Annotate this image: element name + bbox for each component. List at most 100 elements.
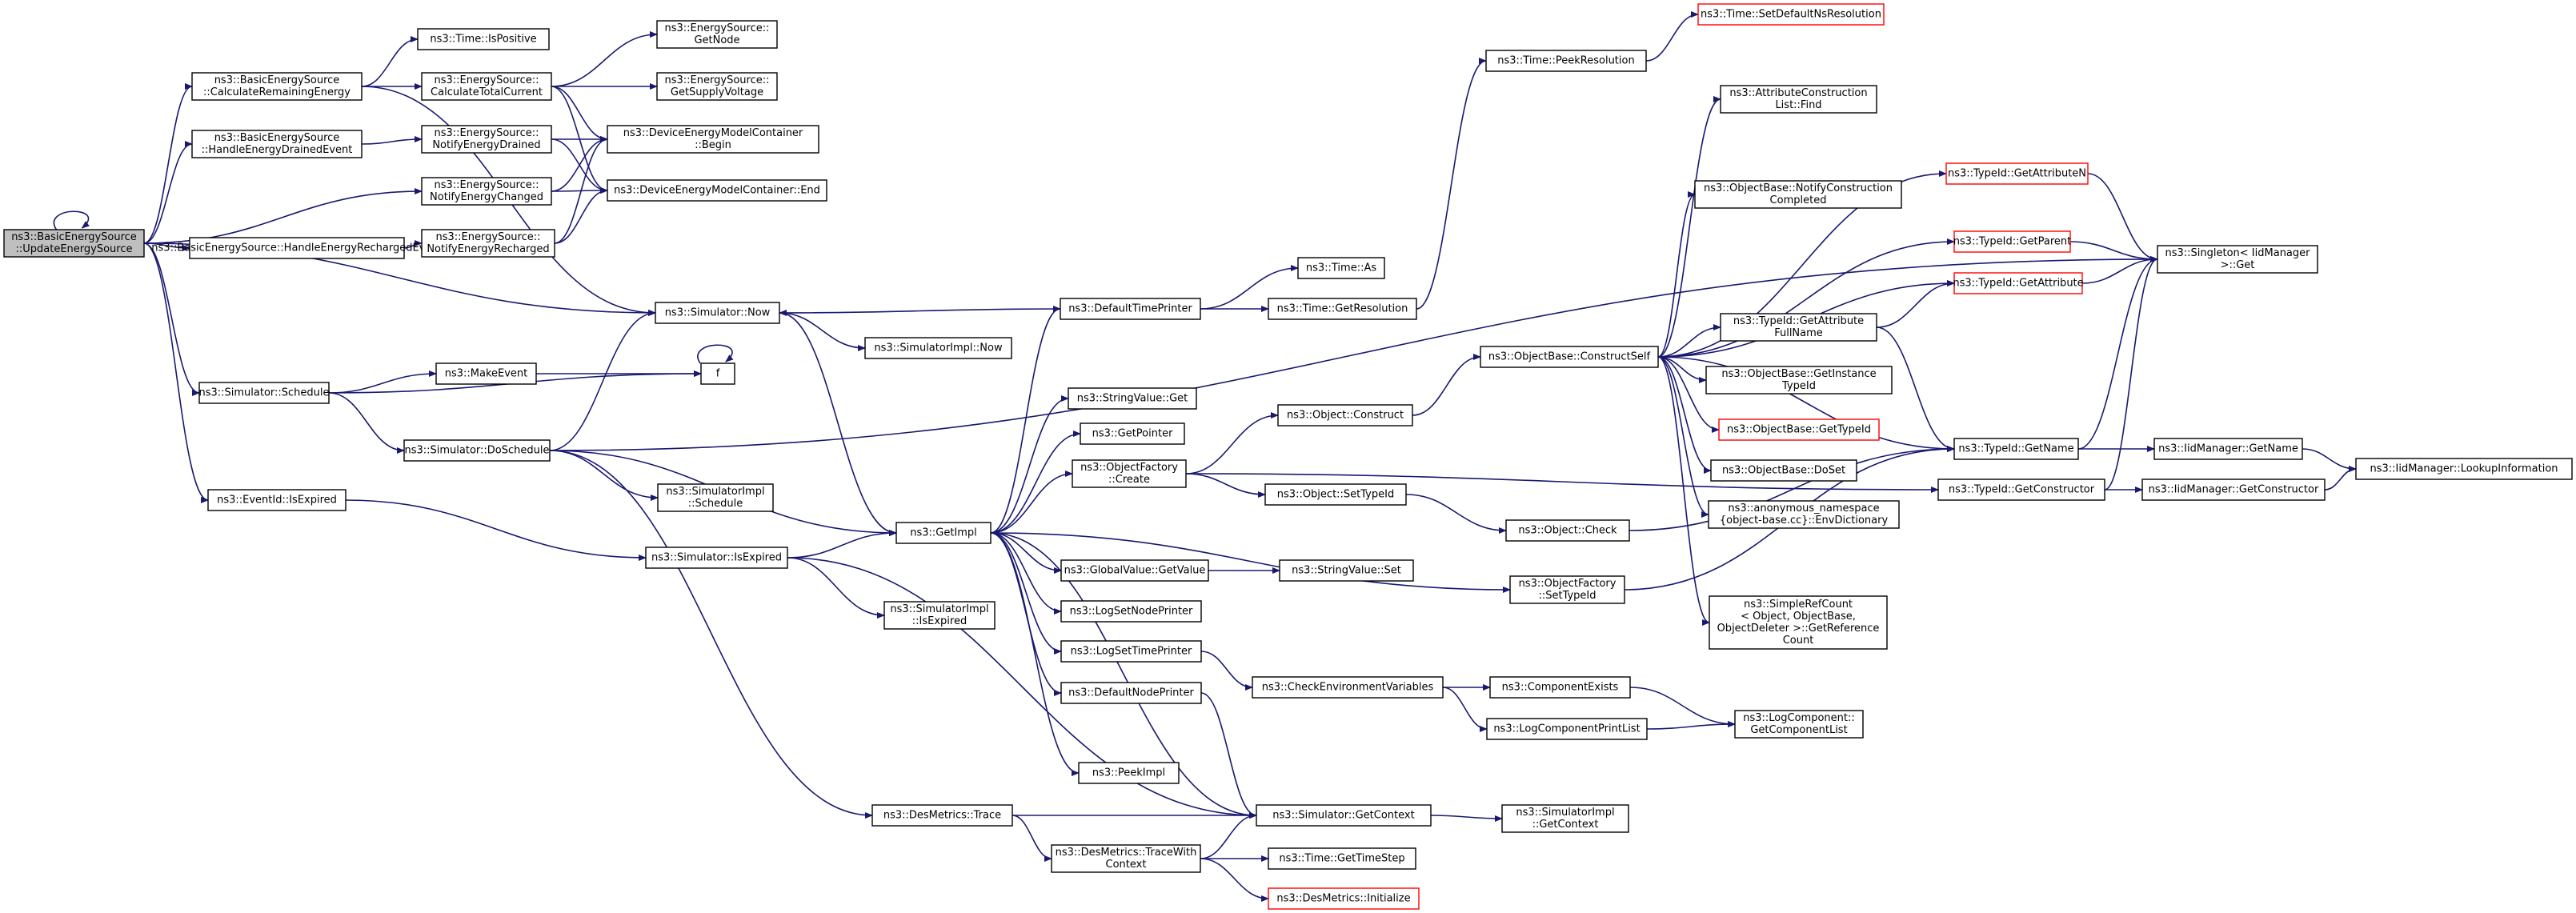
node-obncc[interactable]: ns3::ObjectBase::NotifyConstructionCompl… [1694,180,1902,209]
node-getvolt-label-1: GetSupplyVoltage [671,86,763,98]
node-ndrain[interactable]: ns3::EnergySource::NotifyEnergyDrained [421,125,552,154]
node-cexists[interactable]: ns3::ComponentExists [1489,676,1631,699]
node-peekres[interactable]: ns3::Time::PeekResolution [1485,50,1647,72]
edge-nchg-to-dbegin [551,136,608,192]
node-lstp-label-0: ns3::LogSetTimePrinter [1071,646,1192,658]
node-cev[interactable]: ns3::CheckEnvironmentVariables [1252,676,1444,699]
edge-dosched-to-now [549,310,656,451]
node-obdoset[interactable]: ns3::ObjectBase::DoSet [1710,459,1857,482]
node-getptr[interactable]: ns3::GetPointer [1080,422,1185,445]
node-schedule-box [198,382,330,404]
node-crem[interactable]: ns3::BasicEnergySource::CalculateRemaini… [191,72,363,101]
node-simgetctx[interactable]: ns3::Simulator::GetContext [1256,804,1432,827]
node-hrech[interactable]: ns3::BasicEnergySource::HandleEnergyRech… [151,237,443,259]
node-calccur[interactable]: ns3::EnergySource::CalculateTotalCurrent [421,72,552,101]
node-dbegin-box [607,125,819,154]
node-iidgetctor[interactable]: ns3::IidManager::GetConstructor [2141,479,2326,501]
edge-getimpl-to-ofsettid [990,532,1511,593]
node-objconst[interactable]: ns3::Object::Construct [1277,404,1413,426]
node-getres[interactable]: ns3::Time::GetResolution [1268,298,1417,320]
node-obgtid[interactable]: ns3::ObjectBase::GetTypeId [1718,418,1880,441]
node-objsettid-box [1264,483,1407,506]
node-srcgetref[interactable]: ns3::SimpleRefCount< Object, ObjectBase,… [1709,595,1888,650]
node-getnode[interactable]: ns3::EnergySource::GetNode [656,20,778,49]
node-ofcreate[interactable]: ns3::ObjectFactory::Create [1072,459,1187,488]
node-timeas[interactable]: ns3::Time::As [1297,257,1385,279]
node-lcpl[interactable]: ns3::LogComponentPrintList [1486,718,1648,740]
node-ofsettid[interactable]: ns3::ObjectFactory::SetTypeId [1509,575,1625,604]
node-dmtrace[interactable]: ns3::DesMetrics::Trace [871,804,1013,827]
node-lstp[interactable]: ns3::LogSetTimePrinter [1060,640,1202,663]
node-dnp[interactable]: ns3::DefaultNodePrinter [1060,682,1202,704]
edge-tgp-to-singleton [2069,241,2158,262]
node-dminit[interactable]: ns3::DesMetrics::Initialize [1268,887,1420,910]
node-ispos[interactable]: ns3::Time::IsPositive [417,28,550,50]
edge-dosched-to-singleton [549,256,2158,451]
edge-getimpl-to-gvget [990,532,1062,574]
node-setdef[interactable]: ns3::Time::SetDefaultNsResolution [1697,3,1885,26]
node-svget[interactable]: ns3::StringValue::Get [1068,387,1197,410]
node-dtp[interactable]: ns3::DefaultTimePrinter [1060,298,1201,320]
node-iidgetname-box [2153,438,2303,460]
node-obcs[interactable]: ns3::ObjectBase::ConstructSelf [1480,346,1659,368]
node-svset[interactable]: ns3::StringValue::Set [1279,559,1414,582]
node-implsched[interactable]: ns3::SimulatorImpl::Schedule [657,483,774,512]
node-nchg-label-0: ns3::EnergySource:: [435,179,539,191]
node-getvolt[interactable]: ns3::EnergySource::GetSupplyVoltage [656,72,778,101]
node-dmtrace-box [871,804,1013,827]
node-tga[interactable]: ns3::TypeId::GetAttribute [1953,272,2084,294]
node-dosched[interactable]: ns3::Simulator::DoSchedule [403,439,551,462]
node-implgetctx-label-1: ::GetContext [1532,819,1599,831]
node-objcheck[interactable]: ns3::Object::Check [1505,519,1630,542]
node-lcgcl[interactable]: ns3::LogComponent::GetComponentList [1734,710,1864,739]
node-tgctor[interactable]: ns3::TypeId::GetConstructor [1937,479,2105,501]
node-implisexp[interactable]: ns3::SimulatorImpl::IsExpired [883,601,996,630]
node-gvget[interactable]: ns3::GlobalValue::GetValue [1060,559,1209,582]
node-isexp-label-0: ns3::Simulator::IsExpired [651,552,782,564]
node-peek[interactable]: ns3::PeekImpl [1078,762,1180,784]
node-gettimestep[interactable]: ns3::Time::GetTimeStep [1268,847,1416,870]
node-timeas-box [1297,257,1385,279]
node-implnow[interactable]: ns3::SimulatorImpl::Now [864,337,1012,359]
node-tgp[interactable]: ns3::TypeId::GetParent [1953,230,2072,253]
node-cev-label-0: ns3::CheckEnvironmentVariables [1262,682,1434,694]
node-iidgetname[interactable]: ns3::IidManager::GetName [2153,438,2303,460]
node-f[interactable]: f [700,362,735,385]
node-root[interactable]: ns3::BasicEnergySource::UpdateEnergySour… [3,229,145,258]
node-gettimestep-box [1268,847,1416,870]
edge-calccur-to-dbegin [551,86,608,142]
node-schedule[interactable]: ns3::Simulator::Schedule [198,382,330,404]
node-iidlookup[interactable]: ns3::IidManager::LookupInformation [2355,458,2573,480]
node-singleton[interactable]: ns3::Singleton< IidManager>::Get [2157,245,2318,274]
node-dend[interactable]: ns3::DeviceEnergyModelContainer::End [607,179,827,202]
node-dtp-box [1060,298,1201,320]
node-dminit-box [1268,887,1420,910]
edge-obcs-to-tgp [1657,238,1955,358]
node-makeevent[interactable]: ns3::MakeEvent [435,362,537,385]
node-tgan[interactable]: ns3::TypeId::GetAttributeN [1945,162,2089,185]
edge-getimpl-to-getptr [990,430,1081,534]
node-isexp[interactable]: ns3::Simulator::IsExpired [645,547,788,569]
node-tgname[interactable]: ns3::TypeId::GetName [1953,438,2079,460]
node-expired[interactable]: ns3::EventId::IsExpired [207,489,347,511]
node-svset-box [1279,559,1414,582]
node-getimpl[interactable]: ns3::GetImpl [895,522,992,544]
node-ndrain-label-0: ns3::EnergySource:: [435,127,539,139]
edge-tga-to-singleton [2081,256,2158,284]
edge-cev-to-lcpl [1442,687,1488,732]
node-calccur-box [421,72,552,101]
node-lsnp[interactable]: ns3::LogSetNodePrinter [1060,600,1202,623]
node-hdrain[interactable]: ns3::BasicEnergySource::HandleEnergyDrai… [191,130,363,158]
node-nchg[interactable]: ns3::EnergySource::NotifyEnergyChanged [421,177,552,206]
node-now[interactable]: ns3::Simulator::Now [655,302,780,324]
node-objsettid[interactable]: ns3::Object::SetTypeId [1264,483,1407,506]
node-dbegin[interactable]: ns3::DeviceEnergyModelContainer::Begin [607,125,819,154]
node-nrech[interactable]: ns3::EnergySource::NotifyEnergyRecharged [421,229,555,258]
node-implgetctx[interactable]: ns3::SimulatorImpl::GetContext [1501,804,1629,833]
node-implgetctx-label-0: ns3::SimulatorImpl [1516,807,1614,819]
node-anon[interactable]: ns3::anonymous_namespace{object-base.cc}… [1708,500,1900,529]
